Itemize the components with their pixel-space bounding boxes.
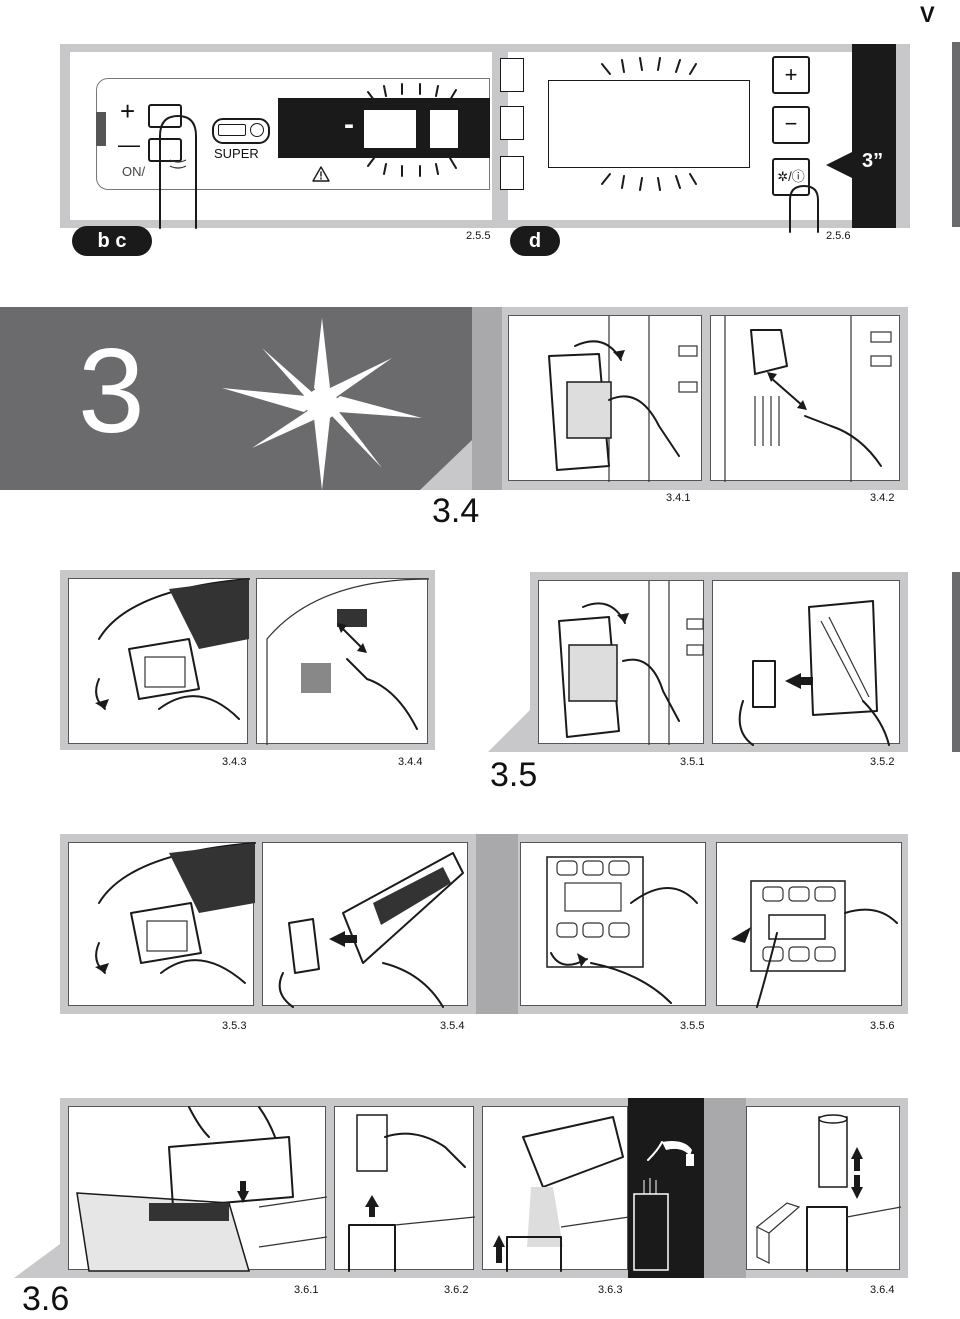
figure-3-5-5 [520, 842, 706, 1006]
section-label-3-4: 3.4 [432, 492, 480, 530]
timer-activate-illustration [731, 880, 898, 1008]
cartridge-insert-illustration [738, 600, 890, 746]
edge-tab-top [952, 42, 960, 227]
water-fill-illustration [493, 1116, 630, 1272]
display-digit-2 [430, 110, 458, 148]
caption-3-5-6: 3.5.6 [870, 1020, 895, 1032]
drawer-filter-illustration [76, 1106, 328, 1272]
warning-icon [312, 166, 330, 182]
caption-3-4-2: 3.4.2 [870, 492, 895, 504]
caption-3-6-2: 3.6.2 [444, 1284, 469, 1296]
rinse-fold [704, 1098, 746, 1278]
super-led-icon [218, 124, 246, 136]
caption-3-5-4: 3.5.4 [440, 1020, 465, 1032]
seal-peel-illustration [546, 856, 698, 1004]
figure-tag-d: d [510, 226, 560, 256]
section-3-banner [0, 307, 472, 490]
page-corner-letter: V [920, 2, 935, 27]
figure-3-6-2 [334, 1106, 476, 1272]
minus-button[interactable]: − [772, 106, 810, 144]
figure-3-6-3 [482, 1106, 630, 1272]
super-button[interactable] [212, 118, 270, 144]
banner-triangle [420, 440, 472, 490]
figure-3-4-1 [508, 315, 702, 482]
plus-button[interactable]: + [772, 56, 810, 94]
binding-fold [476, 834, 518, 1014]
figure-3-5-4 [262, 842, 468, 1008]
caption-3-4-1: 3.4.1 [666, 492, 691, 504]
section-label-3-5: 3.5 [490, 756, 538, 794]
section-number-3: 3 [78, 324, 145, 458]
filter-removal-illustration [548, 316, 698, 482]
caption-3-5-3: 3.5.3 [222, 1020, 247, 1032]
on-label: ON/ [122, 164, 146, 179]
filter-insert-illustration [348, 1114, 476, 1272]
section-3-5-triangle [488, 706, 534, 752]
caption-3-5-1: 3.5.1 [680, 756, 705, 768]
figure-caption-2-5-6: 2.5.6 [826, 230, 851, 242]
figure-3-4-2 [710, 315, 900, 482]
super-round-icon [250, 123, 264, 137]
lamp-replace-illustration [266, 578, 430, 745]
indicator-bar [96, 112, 106, 146]
hold-time-badge: 3” [862, 150, 884, 172]
display-dash: - [344, 108, 354, 141]
blink-rays-icon [367, 83, 457, 177]
faucet-icon [628, 1141, 694, 1271]
caption-3-6-1: 3.6.1 [294, 1284, 319, 1296]
left-edge-key-2 [500, 106, 524, 140]
figure-3-4-3 [68, 578, 250, 744]
caption-3-4-4: 3.4.4 [398, 756, 423, 768]
plus-key-label: + [120, 96, 136, 126]
figure-3-6-4 [746, 1106, 902, 1272]
finger-pressing-right-icon [789, 185, 819, 233]
caption-3-6-3: 3.6.3 [598, 1284, 623, 1296]
cover-removal-illustration [95, 578, 250, 720]
finger-pressing-icon [159, 115, 197, 229]
section-3-6-triangle [14, 1244, 60, 1278]
figure-3-5-2 [712, 580, 900, 746]
banner-fold [472, 307, 502, 490]
filter-swap-illustration [558, 581, 704, 745]
arrow-pointer-icon [826, 150, 856, 180]
caption-3-5-5: 3.5.5 [680, 1020, 705, 1032]
left-edge-key-3 [500, 156, 524, 190]
hold-time-panel [852, 44, 896, 228]
figure-3-5-1 [538, 580, 704, 745]
left-edge-key-1 [500, 58, 524, 92]
section-label-3-6: 3.6 [22, 1280, 70, 1318]
figure-tag-bc: b c [72, 226, 152, 256]
lamp-removal-illustration [724, 316, 892, 482]
edge-tab-middle [952, 572, 960, 752]
cover-remove-illustration [95, 842, 256, 984]
figure-3-4-4 [256, 578, 430, 745]
sparkle-light-icon [222, 318, 422, 490]
figure-3-5-6 [716, 842, 902, 1008]
figure-3-5-3 [68, 842, 256, 1006]
blank-lcd-display [548, 80, 750, 168]
figure-3-6-1 [68, 1106, 328, 1272]
caption-3-4-3: 3.4.3 [222, 756, 247, 768]
filter-cartridge-illustration [278, 852, 464, 1008]
super-label: SUPER [214, 146, 259, 161]
lcd-blink-rays-icon [601, 57, 697, 191]
caption-3-6-4: 3.6.4 [870, 1284, 895, 1296]
filter-check-illustration [755, 1114, 902, 1272]
display-digit-1 [364, 110, 416, 148]
caption-3-5-2: 3.5.2 [870, 756, 895, 768]
minus-key-label: — [118, 132, 140, 157]
figure-caption-2-5-5: 2.5.5 [466, 230, 491, 242]
minus-key-button[interactable] [148, 138, 182, 162]
